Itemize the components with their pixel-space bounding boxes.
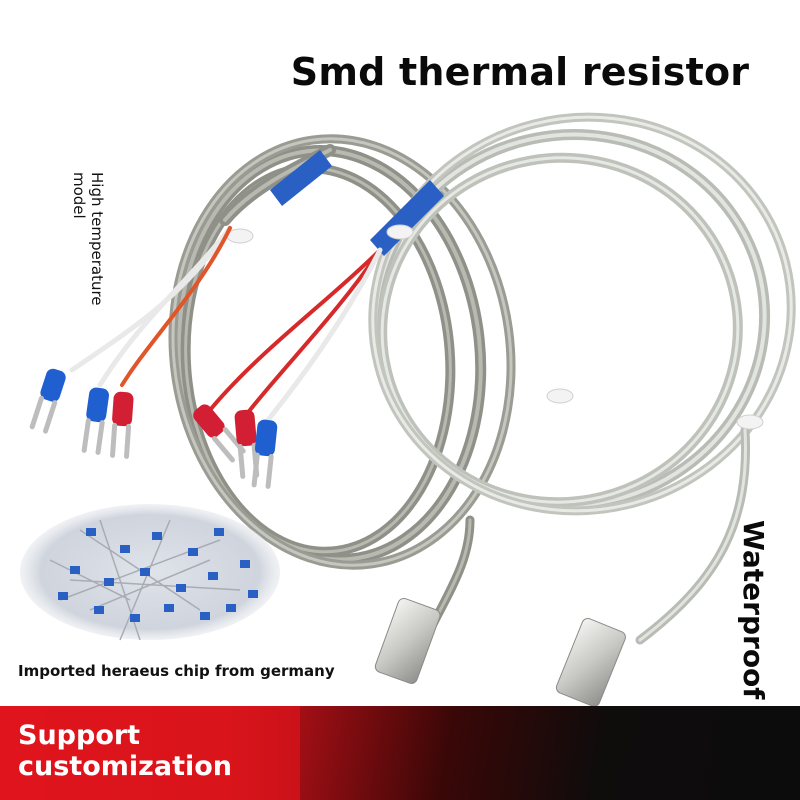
banner-line-1: Support [18,720,141,751]
page-title: Smd thermal resistor [290,50,750,94]
blue-sleeves [270,150,444,256]
probe-tip-icon [374,597,626,707]
lead-wires-right [208,247,383,423]
banner-line-2: customization [18,751,233,782]
banner-dark-panel [300,706,800,800]
waterproof-label: Waterproof [737,520,770,700]
fork-terminal-icon [193,404,278,489]
chip-pile-inset [20,504,280,641]
chip-caption: Imported heraeus chip from germany [18,662,335,680]
lead-wires-left [69,225,233,388]
support-banner: Support customization [18,720,318,782]
fork-terminal-icon [29,368,134,459]
high-temperature-label: High temperature model [70,172,106,306]
cable-ties [226,224,764,430]
braided-cable-light [368,112,796,645]
banner-red-panel [0,706,330,800]
